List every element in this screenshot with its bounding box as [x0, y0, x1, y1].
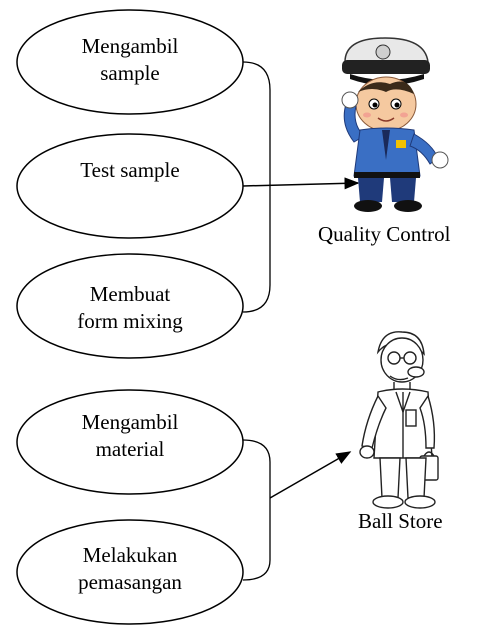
bracket-group-quality-control [242, 61, 271, 313]
activity-label-line1: Mengambil [81, 34, 179, 58]
activity-label-line2: material [95, 437, 165, 461]
activity-label-line1: Mengambil [81, 410, 179, 434]
activity-label-line1: Melakukan [82, 543, 178, 567]
arrow-to-quality-control [242, 177, 360, 190]
activity-ellipse-membuat-form-mixing [16, 253, 244, 359]
activity-label-line2: sample [100, 61, 160, 85]
activity-label-line2: pemasangan [78, 570, 182, 594]
activity-label-test-sample: Test sample [40, 157, 220, 184]
arrow-to-ball-store [269, 451, 352, 499]
activity-label-melakukan-pemasangan: Melakukan pemasangan [40, 542, 220, 596]
bracket-group-ball-store [242, 439, 271, 581]
police-officer-icon [341, 37, 449, 212]
activity-label-line1: Test sample [80, 158, 180, 182]
activity-label-line2: form mixing [77, 309, 183, 333]
activity-ellipse-test-sample [16, 133, 244, 239]
activity-label-membuat-form-mixing: Membuat form mixing [40, 281, 220, 335]
activity-label-mengambil-material: Mengambil material [40, 409, 220, 463]
activity-label-mengambil-sample: Mengambil sample [40, 33, 220, 87]
activity-ellipse-melakukan-pemasangan [16, 519, 244, 625]
actor-label-quality-control: Quality Control [318, 222, 451, 246]
activity-ellipse-mengambil-material [16, 389, 244, 495]
actor-label-ball-store: Ball Store [358, 509, 443, 533]
worker-sketch-icon [359, 331, 439, 509]
activity-label-line1: Membuat [89, 282, 171, 306]
